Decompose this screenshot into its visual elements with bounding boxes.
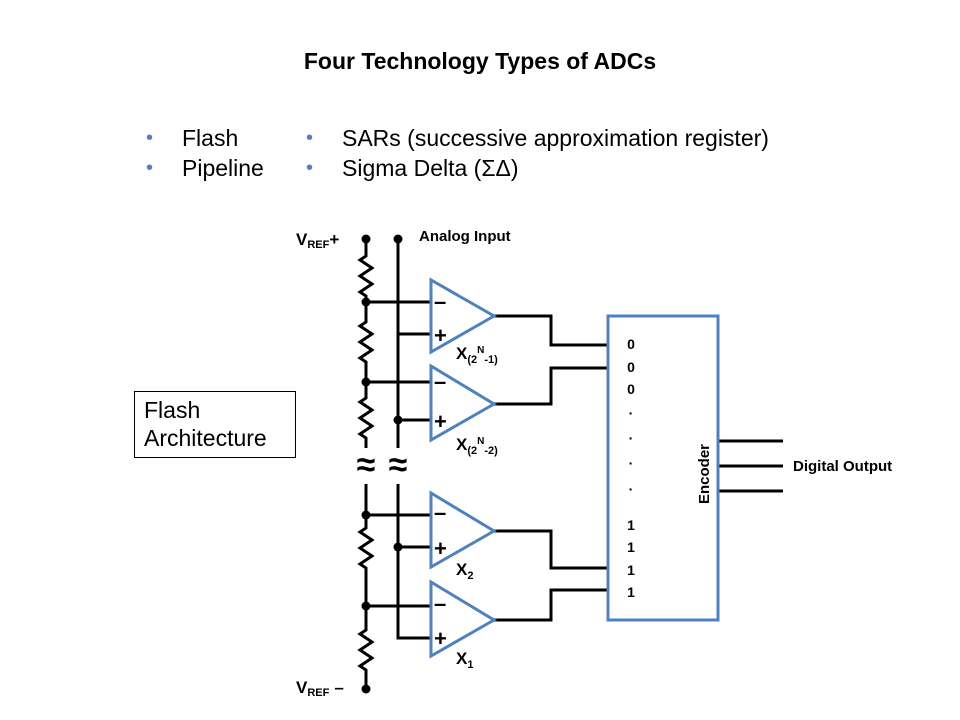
comparator-label-4: X1 (456, 649, 473, 671)
junction-dot (361, 297, 371, 307)
comparator-4 (429, 579, 497, 659)
thermometer-bit: 1 (627, 539, 635, 555)
plus-sign: + (434, 626, 447, 651)
thermometer-bit: 1 (627, 562, 635, 578)
comparator-label-3: X2 (456, 560, 473, 582)
bullet-item: • Pipeline (146, 153, 264, 183)
minus-sign: – (434, 500, 446, 525)
bullet-icon: • (306, 157, 314, 179)
bullet-text: Sigma Delta (ΣΔ) (342, 155, 519, 181)
wire (494, 588, 608, 622)
thermometer-bit: 0 (627, 381, 635, 397)
digital-output-label: Digital Output (793, 458, 892, 475)
thermometer-bit: · (629, 455, 634, 471)
analog-input-rail (396, 484, 431, 640)
thermometer-bit: 0 (627, 336, 635, 352)
junction-dot (361, 601, 371, 611)
bullet-list-right: • SARs (successive approximation register… (306, 123, 769, 183)
analog-input-terminal (393, 234, 403, 244)
resistor-ladder (357, 484, 375, 689)
vref-minus-terminal (361, 684, 371, 694)
wire (494, 529, 608, 570)
thermometer-bit: · (629, 481, 634, 497)
bullet-item: • SARs (successive approximation register… (306, 123, 769, 153)
slide-title: Four Technology Types of ADCs (303, 48, 657, 74)
analog-input-label: Analog Input (419, 228, 511, 245)
thermometer-code: 0 0 0 · · · · 1 1 1 1 (627, 336, 635, 600)
wire (494, 314, 608, 347)
junction-dot (393, 542, 403, 552)
encoder-block (606, 314, 720, 622)
thermometer-bit: 1 (627, 517, 635, 533)
junction-dot (393, 415, 403, 425)
break-symbol-right: ≈ (389, 446, 408, 484)
minus-sign: – (434, 289, 446, 314)
bullet-item: • Sigma Delta (ΣΔ) (306, 153, 769, 183)
break-symbol-left: ≈ (357, 446, 376, 484)
thermometer-bit: 1 (627, 584, 635, 600)
thermometer-bit: · (629, 405, 634, 421)
minus-sign: – (434, 591, 446, 616)
minus-sign: – (434, 369, 446, 394)
comparator-1 (429, 277, 498, 355)
junction-dot (361, 510, 371, 520)
plus-sign: + (434, 409, 447, 434)
vref-plus-terminal (361, 234, 371, 244)
plus-sign: + (434, 323, 447, 348)
caption-line: Architecture (144, 425, 267, 451)
encoder-label: Encoder (696, 444, 713, 504)
caption-line: Flash (144, 397, 201, 423)
comparator-label-1: X(2N-1) (456, 344, 498, 366)
comparator-label-2: X(2N-2) (456, 435, 498, 457)
plus-sign: + (434, 536, 447, 561)
wire (494, 366, 608, 406)
bullet-icon: • (146, 157, 154, 179)
thermometer-bit: 0 (627, 359, 635, 375)
vref-minus-label: VREF– (296, 678, 344, 699)
bullet-text: Pipeline (182, 155, 264, 181)
resistor-ladder (357, 239, 375, 448)
bullet-text: SARs (successive approximation register) (342, 125, 769, 151)
vref-plus-label: VREF+ (296, 230, 339, 251)
bullet-item: • Flash (146, 123, 264, 153)
bullet-icon: • (146, 127, 154, 149)
bullet-icon: • (306, 127, 314, 149)
thermometer-bit: · (629, 430, 634, 446)
bullet-text: Flash (182, 125, 239, 151)
bullet-list-left: • Flash • Pipeline (146, 123, 264, 183)
comparator-3 (429, 490, 497, 570)
comparator-2 (429, 363, 497, 443)
flash-architecture-caption: Flash Architecture (134, 391, 296, 458)
junction-dot (361, 377, 371, 387)
